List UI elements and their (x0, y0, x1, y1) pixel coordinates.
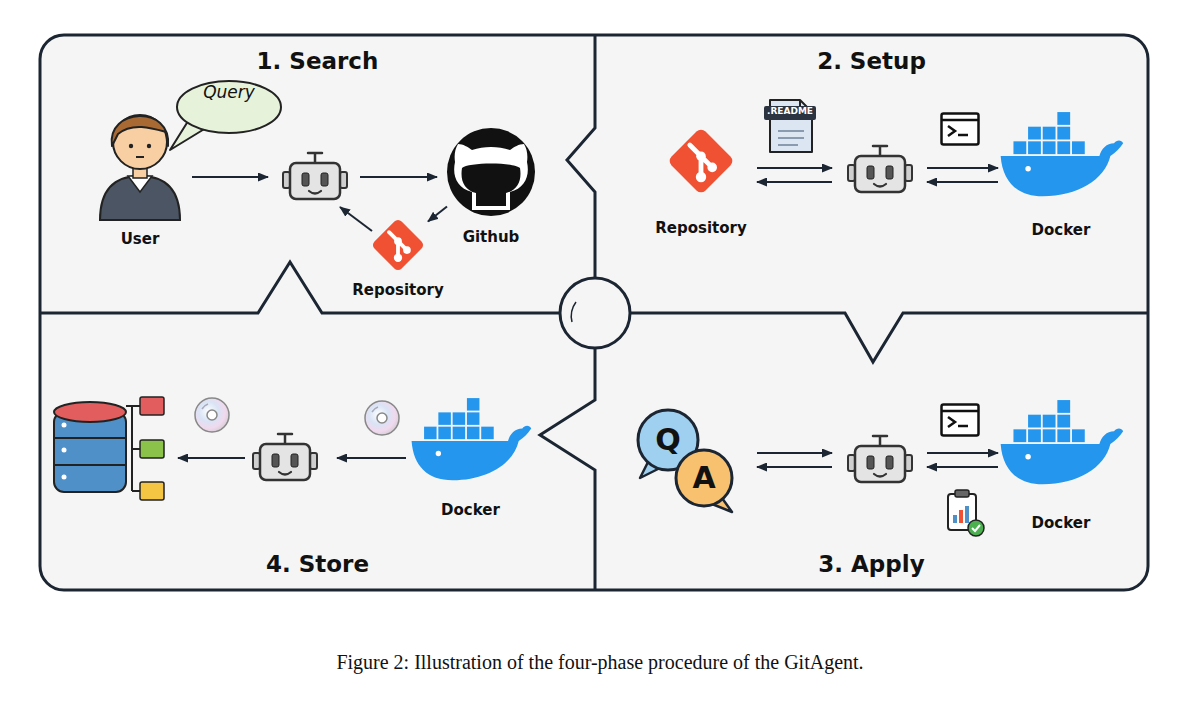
qa-node: QA (632, 405, 736, 509)
phase-title: 4. Store (40, 550, 595, 578)
phase-panel: 1. SearchQueryUserGithubRepository (40, 35, 595, 313)
puzzle-frame (40, 35, 1148, 590)
docker-node: Docker (997, 400, 1125, 487)
docker-node: Docker (997, 112, 1125, 199)
node-label: Repository (606, 219, 796, 237)
robot-agent (253, 434, 317, 480)
phase-title: 1. Search (40, 47, 595, 75)
flow-arrow (757, 453, 998, 467)
github-node: Github (447, 128, 535, 216)
phase-title: 3. Apply (595, 550, 1148, 578)
phase-panel: 4. Store Docker (40, 313, 595, 590)
report-clipboard (948, 490, 984, 536)
robot-agent (283, 153, 347, 199)
docker-icon (1001, 400, 1124, 484)
docker-icon (1001, 112, 1124, 196)
qa-letter: A (684, 460, 724, 496)
bubble-text: Query (177, 82, 281, 134)
node-label: Docker (937, 221, 1185, 239)
flow-arrow (192, 177, 437, 231)
flow-connector (428, 207, 447, 222)
query-bubble: Query (177, 82, 281, 134)
node-label: User (40, 230, 240, 248)
user-node: User (100, 110, 180, 220)
docker-node: Docker (408, 398, 533, 483)
git-icon (371, 218, 425, 272)
repository-node: Repository (368, 215, 428, 275)
robot-agent (848, 146, 912, 192)
readme-file (764, 100, 816, 152)
phase-panel: 3. Apply QA Docker (595, 313, 1148, 590)
phase-panel: 2. SetupRepository Docker (595, 35, 1148, 313)
database-icon (54, 397, 164, 500)
git-icon (667, 127, 735, 195)
figure-caption: Figure 2: Illustration of the four-phase… (0, 651, 1200, 674)
flow-arrow (178, 457, 406, 459)
speech-bubble (170, 81, 281, 150)
terminal-icon (942, 114, 979, 145)
docker-icon (412, 398, 532, 480)
disc-icon (365, 401, 399, 435)
flow-arrow (757, 168, 998, 182)
phase-title: 2. Setup (595, 47, 1148, 75)
user-icon (100, 115, 180, 220)
github-icon (447, 128, 535, 216)
disc-icon (195, 398, 229, 432)
node-label: Docker (937, 514, 1185, 532)
file-label: .README (764, 106, 816, 120)
node-label: Github (387, 228, 595, 246)
robot-agent (848, 436, 912, 482)
node-label: Repository (308, 281, 488, 299)
qa-icon (638, 410, 732, 512)
qa-letter: Q (648, 422, 688, 458)
repository-node: Repository (666, 126, 736, 196)
node-label: Docker (348, 501, 593, 519)
terminal-icon (942, 405, 979, 436)
